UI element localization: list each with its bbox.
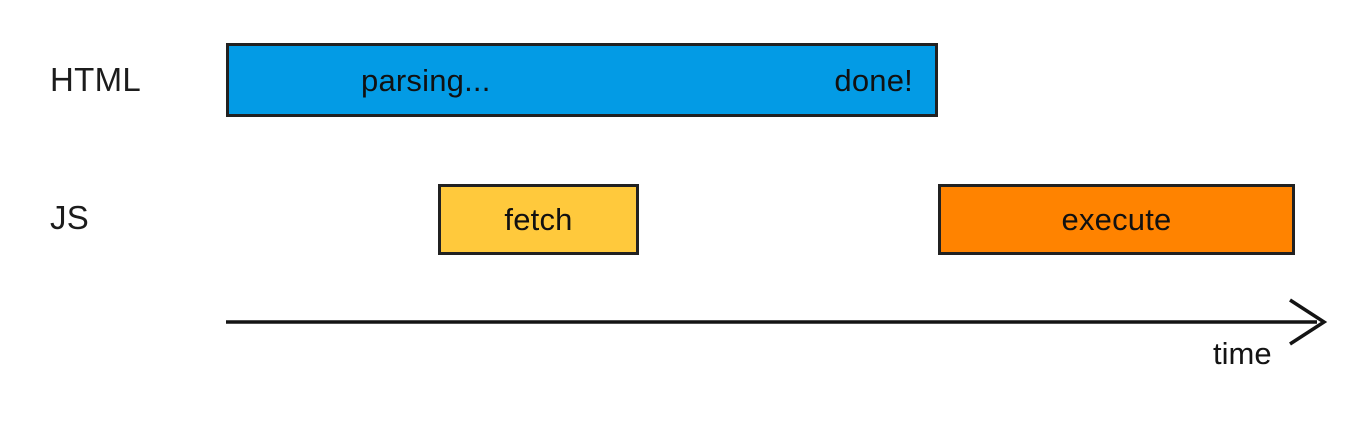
bar-label-parsing: parsing... [361, 62, 491, 98]
arrow-right-icon [226, 298, 1328, 346]
axis-label-time: time [1213, 336, 1272, 371]
bar-js-fetch: fetch [438, 184, 639, 255]
bar-label-done: done! [834, 62, 913, 98]
bar-html-parsing: parsing... done! [226, 43, 938, 117]
bar-label-execute: execute [1061, 202, 1172, 237]
row-label-html: HTML [50, 61, 142, 98]
bar-label-fetch: fetch [504, 202, 573, 237]
bar-js-execute: execute [938, 184, 1295, 255]
row-label-js: JS [50, 199, 90, 236]
time-axis [220, 296, 1340, 352]
